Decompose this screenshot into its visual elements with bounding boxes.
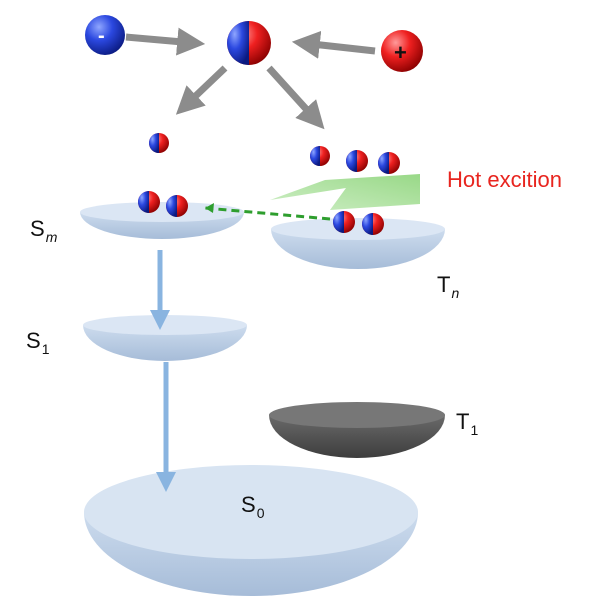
label-s0: S0 <box>241 492 264 521</box>
exciton-sm-1 <box>138 191 160 213</box>
label-s1-main: S <box>26 328 41 353</box>
exciton-tn-falling-3 <box>378 152 400 174</box>
label-tn: Tn <box>437 272 459 301</box>
exciton-tn-falling-1 <box>310 146 330 166</box>
label-t1-main: T <box>456 409 470 434</box>
label-t1: T1 <box>456 409 478 438</box>
exciton-tn-1 <box>333 211 355 233</box>
electron-charge: - <box>85 15 125 55</box>
label-tn-sub: n <box>451 285 460 301</box>
exciton-singlet-falling <box>149 133 169 153</box>
hot-exciton-bolt <box>270 174 420 210</box>
label-sm: Sm <box>30 216 57 245</box>
risc-arrowhead <box>205 203 214 213</box>
label-s0-sub: 0 <box>256 505 265 521</box>
level-sm <box>80 202 244 239</box>
hot-excition-label: Hot excition <box>447 167 562 192</box>
excitons <box>138 21 400 235</box>
label-t1-sub: 1 <box>470 422 479 438</box>
level-tn <box>271 218 445 269</box>
exciton-tn-falling-2 <box>346 150 368 172</box>
level-t1 <box>269 402 445 458</box>
level-s1 <box>83 315 247 361</box>
arrow-electron-to-exciton <box>125 27 206 56</box>
arrow-to-triplet <box>266 65 325 130</box>
label-sm-main: S <box>30 216 45 241</box>
arrow-to-singlet <box>175 65 228 115</box>
label-s0-main: S <box>241 492 256 517</box>
risc-dashed-arrow <box>204 206 331 221</box>
exciton-sm-2 <box>166 195 188 217</box>
exciton-formed <box>227 21 271 65</box>
hole-charge: + <box>381 30 423 72</box>
label-sm-sub: m <box>45 229 58 245</box>
exciton-tn-2 <box>362 213 384 235</box>
label-tn-main: T <box>437 272 451 297</box>
level-s0 <box>84 465 418 596</box>
positive-sign: + <box>394 40 407 65</box>
arrow-hole-to-exciton <box>291 30 376 59</box>
negative-sign: - <box>98 25 105 47</box>
label-s1-sub: 1 <box>41 341 50 357</box>
label-s1: S1 <box>26 328 49 357</box>
